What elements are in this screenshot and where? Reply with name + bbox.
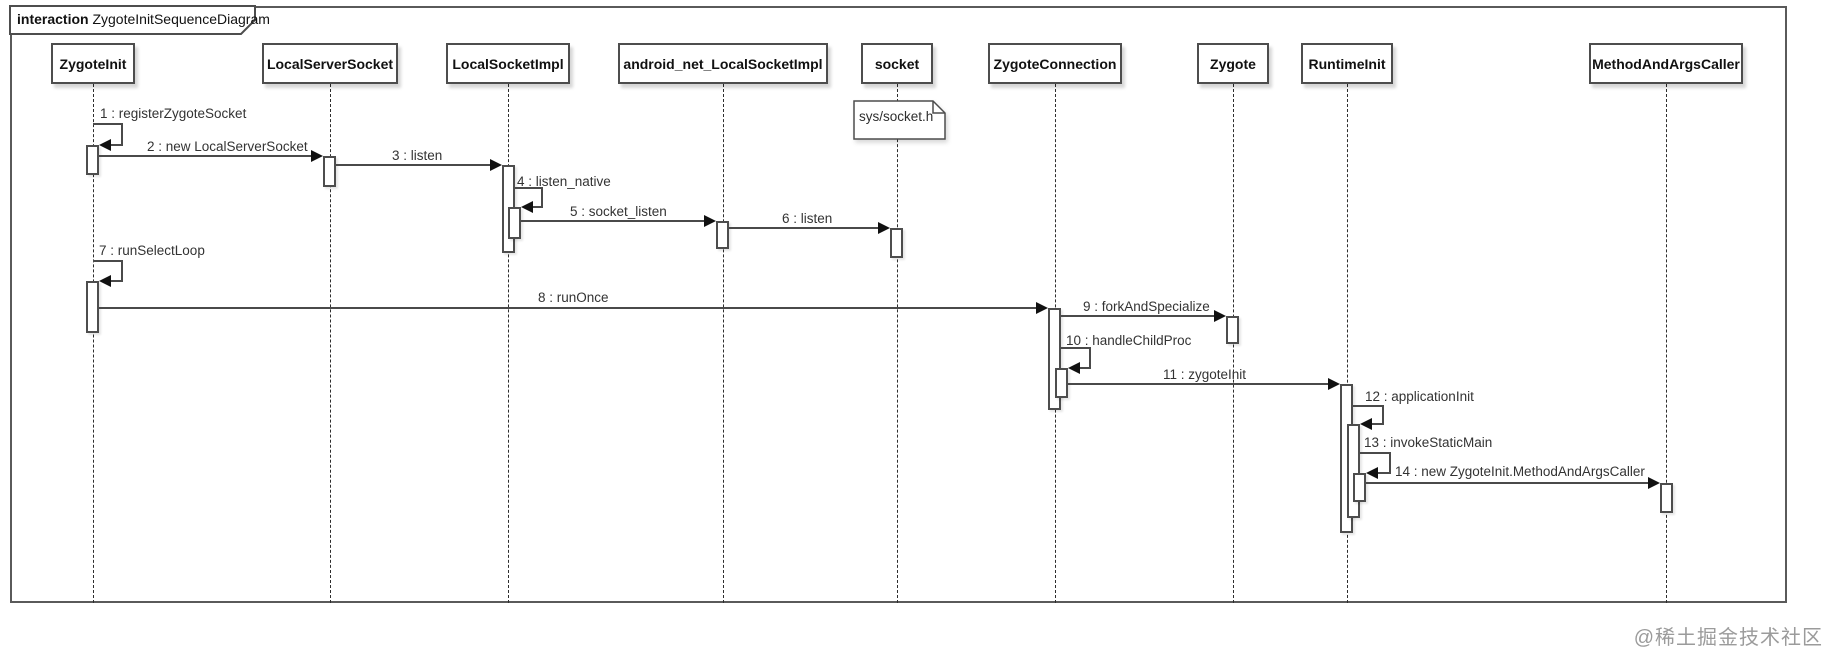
- message-13-line-back: [1377, 472, 1391, 474]
- message-8-line: [99, 307, 1038, 309]
- message-1-label: 1 : registerZygoteSocket: [100, 106, 247, 121]
- watermark: @稀土掘金技术社区: [1633, 627, 1823, 649]
- note-sys-socket-h: sys/socket.h: [853, 100, 946, 140]
- message-13-arrowhead-icon: [1366, 467, 1378, 479]
- message-1-line-out: [93, 123, 123, 125]
- activation-android_net_LocalSocketImpl-4: [716, 221, 729, 249]
- message-11-line: [1068, 383, 1330, 385]
- message-7-arrowhead-icon: [99, 275, 111, 287]
- frame-title: interaction ZygoteInitSequenceDiagram: [17, 5, 270, 33]
- message-12-line-down: [1382, 405, 1384, 423]
- message-4-line-out: [515, 187, 543, 189]
- message-4-label: 4 : listen_native: [517, 174, 611, 189]
- lifeline-head-ZygoteInit: ZygoteInit: [51, 43, 135, 84]
- frame-keyword-label: interaction: [17, 11, 89, 27]
- message-2-line: [99, 155, 313, 157]
- message-7-line-out: [93, 260, 123, 262]
- message-7-line-back: [110, 280, 123, 282]
- lifeline-head-Zygote: Zygote: [1197, 43, 1269, 84]
- message-6-label: 6 : listen: [782, 211, 833, 226]
- message-2-arrowhead-icon: [311, 150, 323, 162]
- message-12-label: 12 : applicationInit: [1365, 389, 1474, 404]
- activation-ZygoteInit-6: [86, 281, 99, 333]
- message-5-line: [521, 220, 706, 222]
- interaction-frame: [10, 6, 1787, 603]
- note-text: sys/socket.h: [859, 109, 934, 124]
- lifeline-LocalServerSocket: [330, 84, 331, 603]
- message-1-arrowhead-icon: [99, 139, 111, 151]
- lifeline-android_net_LocalSocketImpl: [723, 84, 724, 603]
- message-1-line-back: [110, 144, 123, 146]
- message-13-line-out: [1360, 452, 1391, 454]
- message-14-line: [1366, 482, 1650, 484]
- activation-RuntimeInit-12: [1353, 473, 1366, 502]
- message-11-label: 11 : zygoteInit: [1163, 367, 1247, 382]
- message-10-arrowhead-icon: [1068, 362, 1080, 374]
- message-2-label: 2 : new LocalServerSocket: [147, 139, 308, 154]
- lifeline-ZygoteInit: [93, 84, 94, 603]
- message-13-label: 13 : invokeStaticMain: [1364, 435, 1493, 450]
- lifeline-MethodAndArgsCaller: [1666, 84, 1667, 603]
- lifeline-head-LocalServerSocket: LocalServerSocket: [262, 43, 398, 84]
- message-4-line-back: [532, 206, 543, 208]
- message-7-line-down: [121, 260, 123, 280]
- message-10-line-down: [1089, 347, 1091, 367]
- lifeline-socket: [897, 84, 898, 603]
- message-12-arrowhead-icon: [1360, 418, 1372, 430]
- lifeline-head-ZygoteConnection: ZygoteConnection: [988, 43, 1122, 84]
- lifeline-RuntimeInit: [1347, 84, 1348, 603]
- note-shape: [853, 100, 946, 140]
- message-12-line-out: [1353, 405, 1384, 407]
- message-7-label: 7 : runSelectLoop: [99, 243, 205, 258]
- message-8-arrowhead-icon: [1036, 302, 1048, 314]
- message-10-line-back: [1079, 367, 1091, 369]
- activation-LocalSocketImpl-3: [508, 207, 521, 239]
- message-9-line: [1061, 315, 1216, 317]
- message-6-line: [729, 227, 880, 229]
- activation-Zygote-8: [1226, 316, 1239, 344]
- lifeline-head-LocalSocketImpl: LocalSocketImpl: [446, 43, 570, 84]
- activation-ZygoteInit-0: [86, 145, 99, 175]
- message-4-line-down: [541, 187, 543, 206]
- message-5-arrowhead-icon: [704, 215, 716, 227]
- message-1-line-down: [121, 123, 123, 144]
- frame-name-label: ZygoteInitSequenceDiagram: [92, 11, 270, 27]
- message-14-arrowhead-icon: [1648, 477, 1660, 489]
- message-6-arrowhead-icon: [878, 222, 890, 234]
- interaction-frame-tab: [9, 5, 269, 35]
- message-8-label: 8 : runOnce: [538, 290, 609, 305]
- lifeline-head-android_net_LocalSocketImpl: android_net_LocalSocketImpl: [618, 43, 828, 84]
- lifeline-head-MethodAndArgsCaller: MethodAndArgsCaller: [1589, 43, 1743, 84]
- message-10-label: 10 : handleChildProc: [1066, 333, 1192, 348]
- message-14-label: 14 : new ZygoteInit.MethodAndArgsCaller: [1395, 464, 1645, 479]
- lifeline-head-RuntimeInit: RuntimeInit: [1301, 43, 1393, 84]
- message-9-arrowhead-icon: [1214, 310, 1226, 322]
- message-3-line: [336, 164, 492, 166]
- message-11-arrowhead-icon: [1328, 378, 1340, 390]
- activation-LocalServerSocket-1: [323, 156, 336, 187]
- message-13-line-down: [1389, 452, 1391, 472]
- activation-socket-5: [890, 228, 903, 258]
- message-5-label: 5 : socket_listen: [570, 204, 667, 219]
- lifeline-head-socket: socket: [861, 43, 933, 84]
- message-9-label: 9 : forkAndSpecialize: [1083, 299, 1210, 314]
- activation-MethodAndArgsCaller-13: [1660, 483, 1673, 513]
- activation-ZygoteConnection-9: [1055, 368, 1068, 398]
- frame-tab-shape: [9, 5, 256, 35]
- message-4-arrowhead-icon: [521, 201, 533, 213]
- message-12-line-back: [1371, 423, 1384, 425]
- lifeline-LocalSocketImpl: [508, 84, 509, 603]
- message-3-label: 3 : listen: [392, 148, 443, 163]
- message-10-line-out: [1061, 347, 1091, 349]
- message-3-arrowhead-icon: [490, 159, 502, 171]
